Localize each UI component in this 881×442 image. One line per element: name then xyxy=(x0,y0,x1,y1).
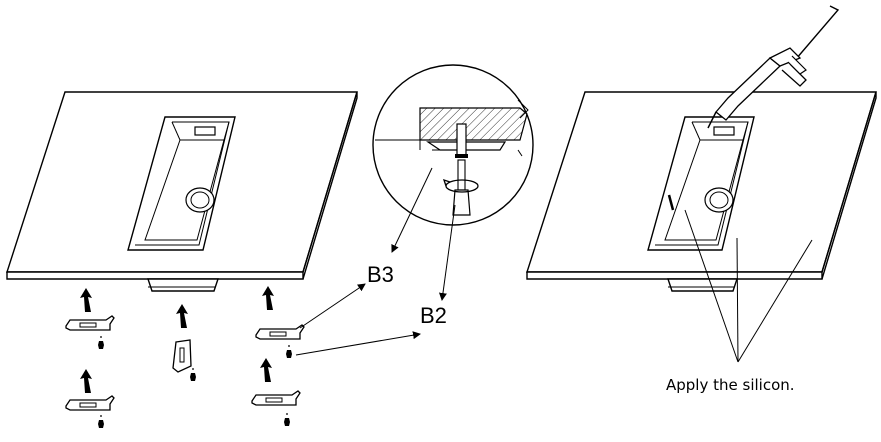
screw-icon xyxy=(189,368,197,382)
vertical-clip-icon xyxy=(172,339,192,373)
screw-icon xyxy=(283,413,291,427)
arrow-up-icon xyxy=(176,304,188,328)
clip-icon xyxy=(65,315,115,331)
label-b3: B3 xyxy=(367,262,394,287)
label-b2: B2 xyxy=(420,303,447,328)
arrow-up-icon xyxy=(80,369,92,393)
clip-icon xyxy=(255,324,305,340)
silicone-gun-icon xyxy=(707,5,840,129)
screw-icon xyxy=(285,345,293,359)
leader-lines xyxy=(295,167,456,356)
screw-icon xyxy=(97,415,105,429)
silicone-leader-lines xyxy=(684,209,813,363)
arrow-up-icon xyxy=(262,286,274,310)
screw-icon xyxy=(97,336,105,350)
left-countertop xyxy=(6,91,358,292)
detail-callout xyxy=(372,64,534,226)
arrow-up-icon xyxy=(80,288,92,312)
arrow-up-icon xyxy=(260,358,272,382)
right-countertop xyxy=(526,91,877,292)
mounting-clips xyxy=(65,286,305,429)
label-apply-silicon: Apply the silicon. xyxy=(666,376,795,394)
clip-icon xyxy=(251,390,301,406)
clip-icon xyxy=(65,395,115,411)
